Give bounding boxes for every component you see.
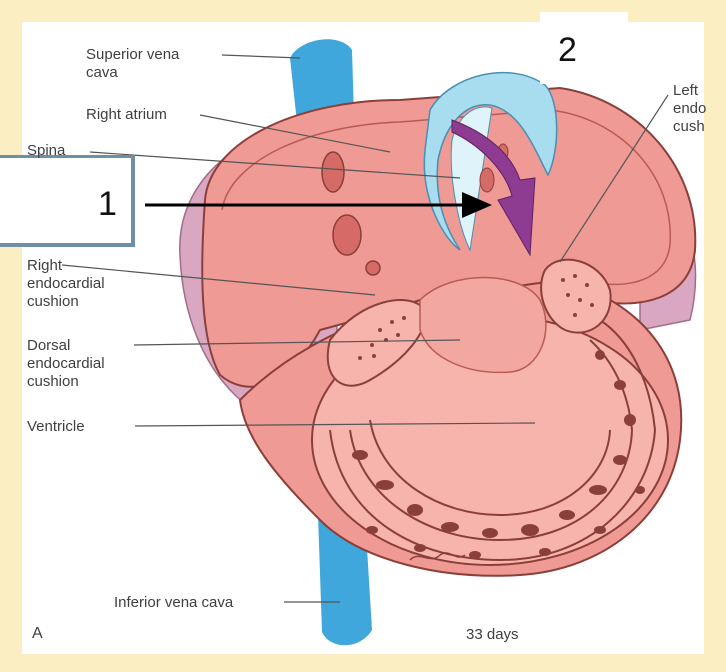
atrial-openings	[321, 151, 381, 276]
marker-1: 1	[98, 185, 117, 223]
atrium-inner-line	[221, 109, 671, 286]
cushion-dots	[358, 274, 594, 360]
marker-1-arrow-head	[462, 192, 492, 218]
septum-primum	[423, 71, 558, 251]
label-panel-letter: A	[32, 625, 43, 642]
label-right-endocardial-cushion: Right endocardial cushion	[27, 257, 105, 310]
label-age: 33 days	[466, 626, 519, 643]
dorsal-endocardial-cushion	[419, 276, 547, 374]
label-ventricle: Ventricle	[27, 418, 85, 435]
right-endocardial-cushion	[326, 299, 427, 387]
left-endocardial-cushion	[540, 258, 612, 334]
label-dorsal-endocardial-cushion: Dorsal endocardial cushion	[27, 337, 105, 390]
marker-2-box	[540, 12, 628, 84]
marker-1-box	[0, 155, 135, 247]
marker-2: 2	[558, 31, 577, 69]
trabecular-holes	[352, 350, 645, 559]
label-spina: Spina	[27, 142, 66, 159]
label-superior-vena-cava: Superior vena cava	[86, 46, 180, 81]
artist-signature	[409, 552, 466, 561]
label-right-atrium: Right atrium	[86, 106, 167, 123]
leader-lines	[61, 54, 669, 603]
label-inferior-vena-cava: Inferior vena cava	[114, 594, 234, 611]
blood-flow-arrow	[451, 119, 536, 257]
label-left-endocardial-cushion: Left endo cush	[673, 82, 707, 135]
